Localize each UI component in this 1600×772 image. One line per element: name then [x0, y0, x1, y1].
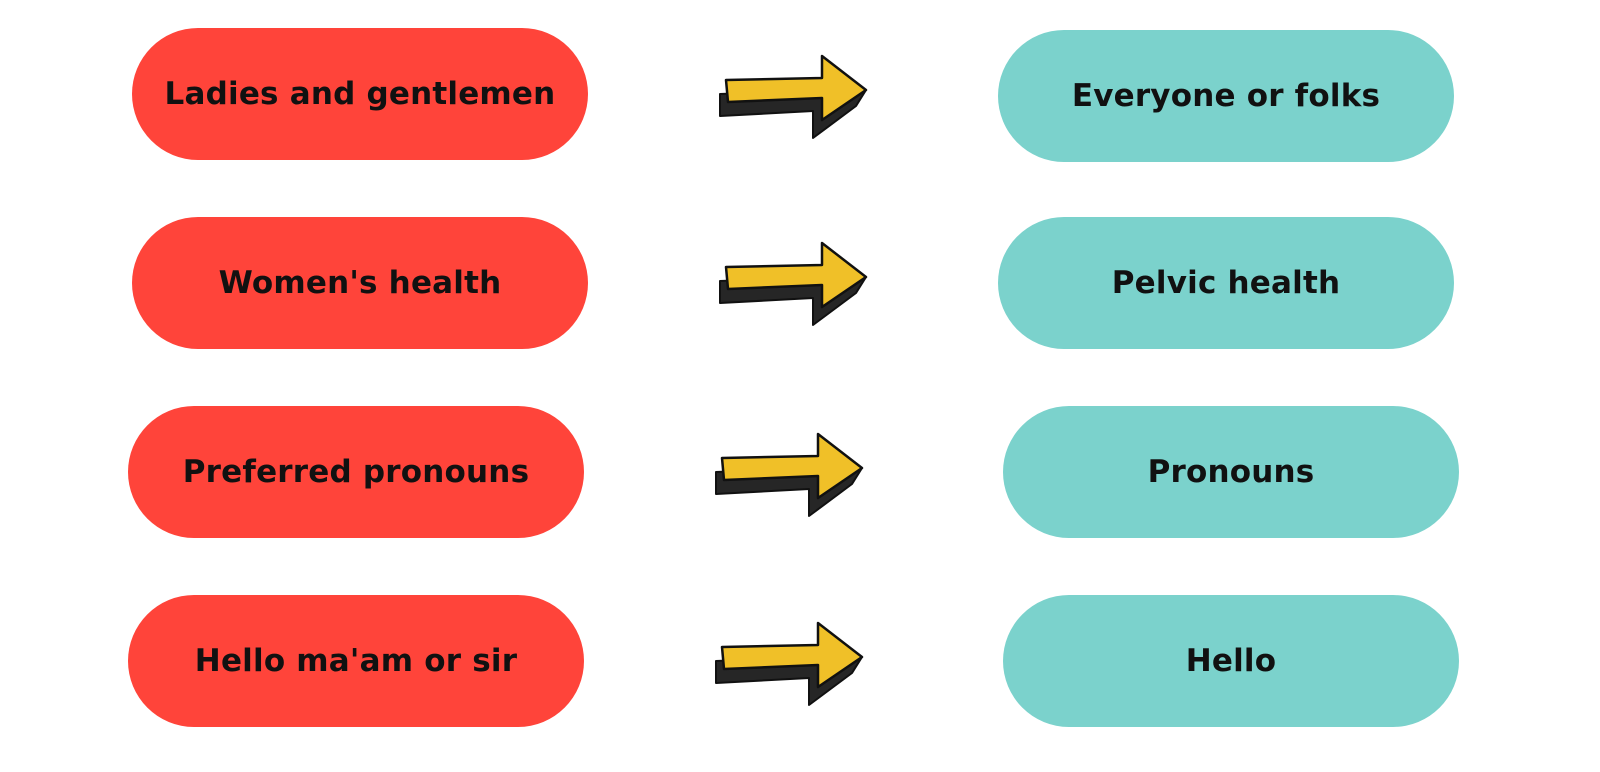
from-pill-hello-maam-or-sir: Hello ma'am or sir	[128, 595, 584, 727]
from-pill-label: Hello ma'am or sir	[194, 643, 518, 679]
to-pill-pelvic-health: Pelvic health	[998, 217, 1454, 349]
to-pill-pronouns: Pronouns	[1003, 406, 1459, 538]
to-pill-label: Everyone or folks	[1071, 78, 1381, 114]
from-pill-label: Women's health	[218, 265, 502, 301]
to-pill-label: Hello	[1185, 643, 1277, 679]
to-pill-label: Pelvic health	[1111, 265, 1341, 301]
to-pill-everyone-or-folks: Everyone or folks	[998, 30, 1454, 162]
right-arrow-icon	[718, 54, 870, 140]
from-pill-label: Preferred pronouns	[182, 454, 530, 490]
from-pill-ladies-and-gentlemen: Ladies and gentlemen	[132, 28, 588, 160]
to-pill-label: Pronouns	[1147, 454, 1315, 490]
right-arrow-icon	[718, 241, 870, 327]
from-pill-preferred-pronouns: Preferred pronouns	[128, 406, 584, 538]
from-pill-label: Ladies and gentlemen	[164, 76, 556, 112]
from-pill-womens-health: Women's health	[132, 217, 588, 349]
right-arrow-icon	[714, 432, 866, 518]
right-arrow-icon	[714, 621, 866, 707]
to-pill-hello: Hello	[1003, 595, 1459, 727]
